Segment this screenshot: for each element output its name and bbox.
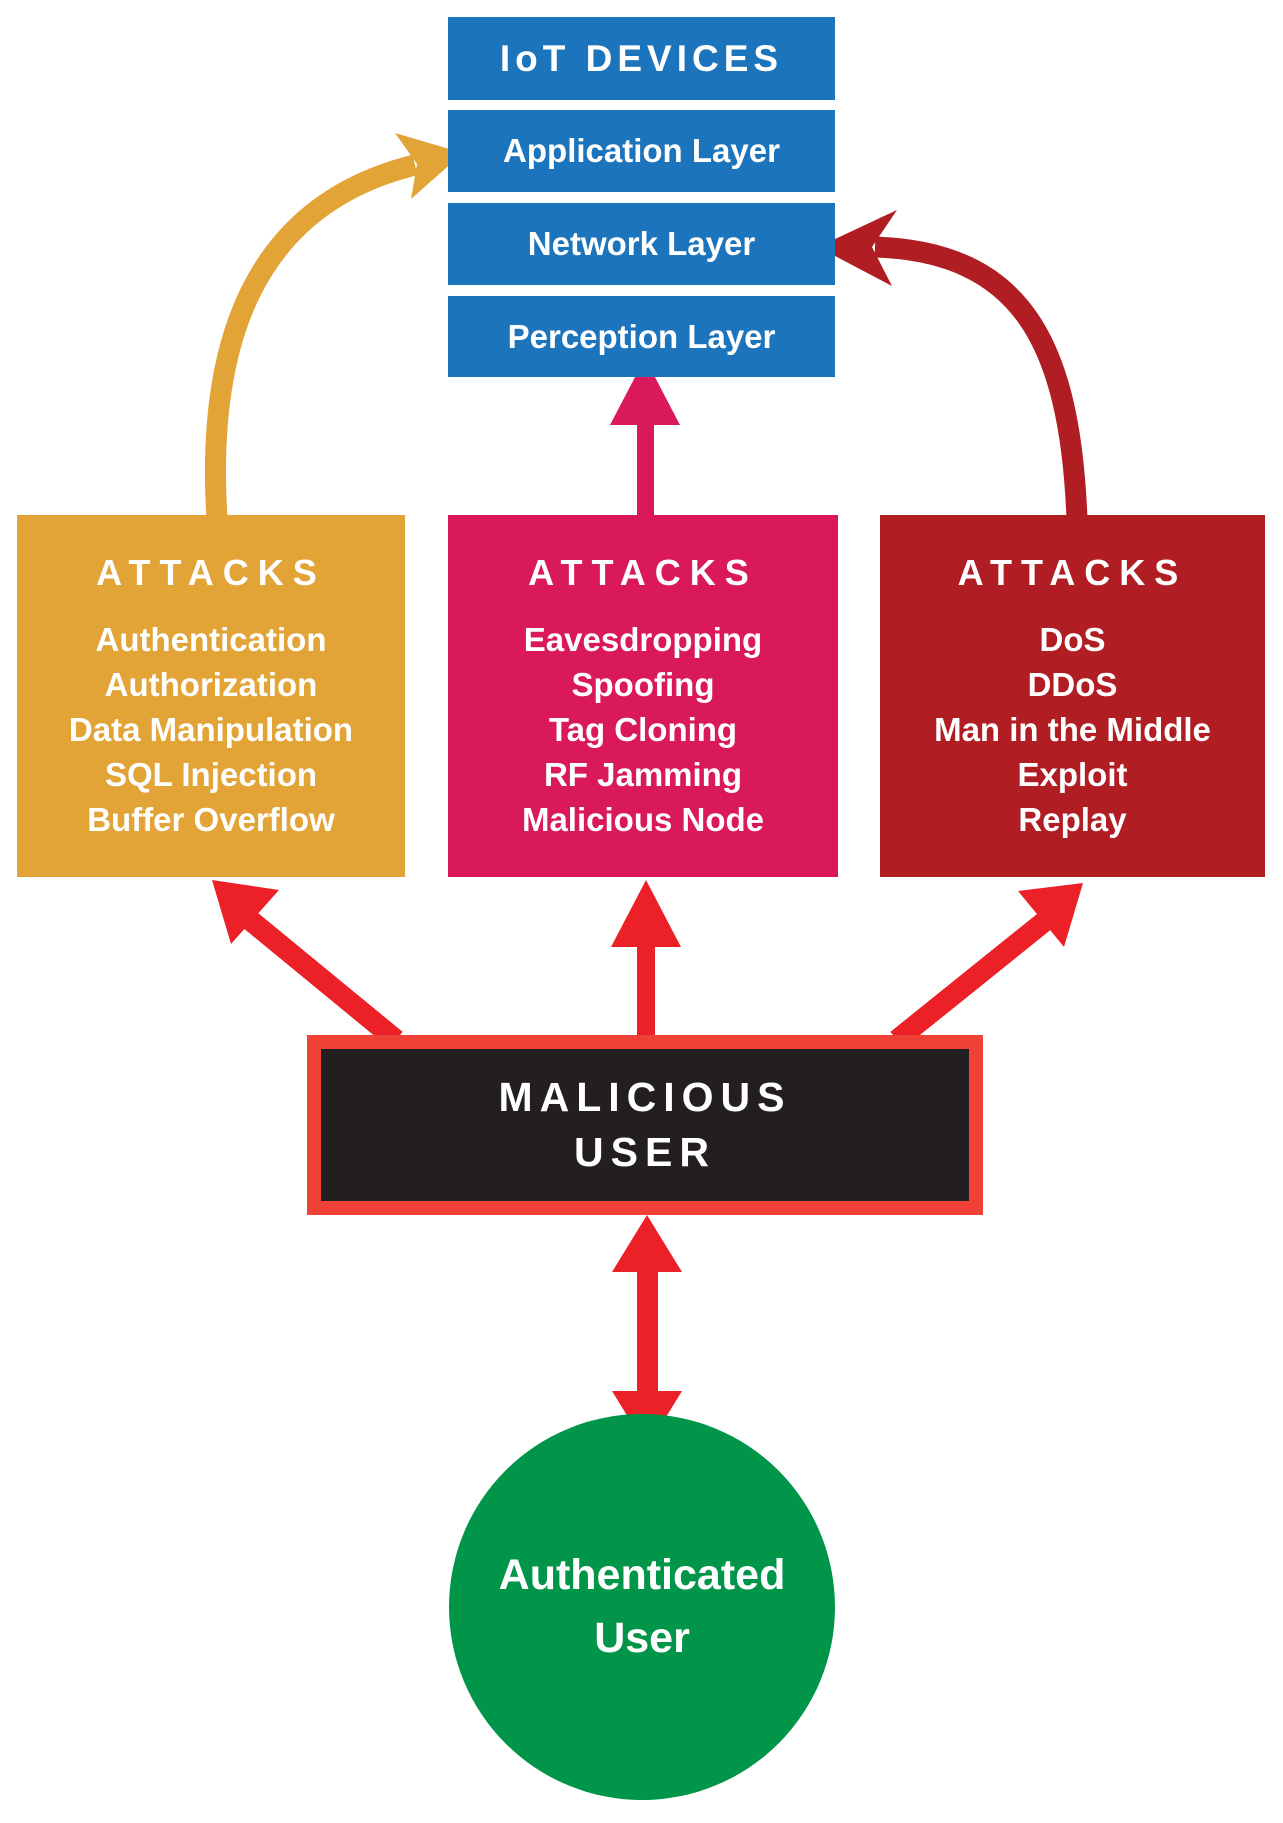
network-layer-box: Network Layer xyxy=(448,203,835,285)
attack-item: Authentication xyxy=(95,621,327,658)
attack-item: Buffer Overflow xyxy=(87,801,335,838)
attacks-box-application: ATTACKS Authentication Authorization Dat… xyxy=(17,515,405,877)
attack-item: RF Jamming xyxy=(543,756,743,793)
attack-item: Spoofing xyxy=(571,666,715,703)
arrow-malicious-to-left-attacks xyxy=(212,880,403,1049)
arrow-malicious-to-authenticated xyxy=(612,1215,682,1448)
malicious-user-box: MALICIOUS USER xyxy=(307,1035,983,1215)
attack-item: Tag Cloning xyxy=(548,711,738,748)
iot-devices-title-box: IoT DEVICES xyxy=(448,17,835,100)
perception-layer-label: Perception Layer xyxy=(507,317,776,355)
arrow-attacks-to-network-layer xyxy=(818,210,1088,520)
attack-item: Eavesdropping xyxy=(523,621,763,658)
perception-layer-box: Perception Layer xyxy=(448,296,835,377)
attack-list: Authentication Authorization Data Manipu… xyxy=(17,617,405,842)
iot-devices-title: IoT DEVICES xyxy=(499,37,784,79)
attack-item: Exploit xyxy=(1017,756,1128,793)
attacks-heading: ATTACKS xyxy=(957,552,1188,593)
attacks-heading: ATTACKS xyxy=(528,552,758,593)
attack-list: Eavesdropping Spoofing Tag Cloning RF Ja… xyxy=(448,617,838,842)
attack-item: DoS xyxy=(1039,621,1106,658)
attack-item: SQL Injection xyxy=(104,756,318,793)
attack-item: Replay xyxy=(1018,801,1127,838)
authenticated-user-line1: Authenticated xyxy=(498,1551,786,1599)
attack-item: Malicious Node xyxy=(521,801,765,838)
attacks-box-network: ATTACKS DoS DDoS Man in the Middle Explo… xyxy=(880,515,1265,877)
application-layer-box: Application Layer xyxy=(448,110,835,192)
malicious-user-line1: MALICIOUS xyxy=(498,1074,792,1120)
attack-item: Data Manipulation xyxy=(68,711,354,748)
arrow-malicious-to-right-attacks xyxy=(890,883,1083,1049)
authenticated-user-line2: User xyxy=(594,1614,690,1662)
authenticated-user-circle: Authenticated User xyxy=(449,1414,835,1800)
attack-item: Man in the Middle xyxy=(934,711,1211,748)
attack-list: DoS DDoS Man in the Middle Exploit Repla… xyxy=(880,617,1265,842)
attack-item: Authorization xyxy=(104,666,318,703)
attacks-box-perception: ATTACKS Eavesdropping Spoofing Tag Cloni… xyxy=(448,515,838,877)
attacks-heading: ATTACKS xyxy=(96,552,326,593)
attack-item: DDoS xyxy=(1027,666,1118,703)
network-layer-label: Network Layer xyxy=(527,225,756,262)
malicious-user-inner: MALICIOUS USER xyxy=(321,1049,969,1201)
application-layer-label: Application Layer xyxy=(503,132,780,169)
arrow-attacks-to-perception-layer xyxy=(610,358,680,517)
malicious-user-line2: USER xyxy=(574,1129,716,1175)
arrow-attacks-to-application-layer xyxy=(204,133,463,520)
arrow-malicious-to-middle-attacks xyxy=(611,880,681,1037)
